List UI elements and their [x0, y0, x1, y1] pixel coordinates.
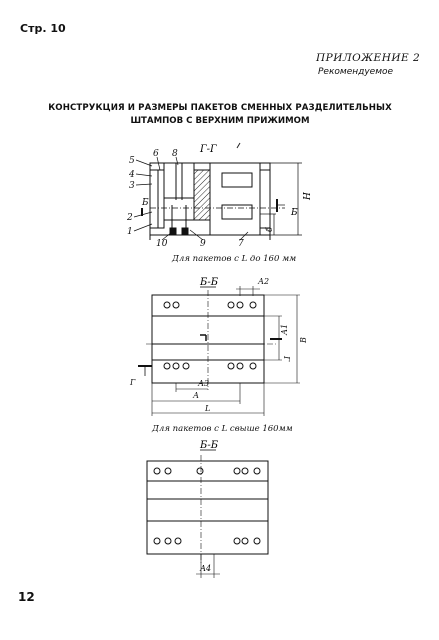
- callout-1: 1: [127, 227, 133, 237]
- appendix-heading: ПРИЛОЖЕНИЕ 2: [316, 52, 421, 64]
- caption-large-packages: Для пакетов с L свыше 160мм: [152, 424, 293, 434]
- callout-3: 3: [129, 181, 135, 191]
- b-mark-right: Б: [290, 208, 298, 218]
- plan1-label: Б-Б: [199, 277, 219, 288]
- document-title-line-2: ШТАМПОВ С ВЕРХНИМ ПРИЖИМОМ: [130, 116, 310, 126]
- g-mark-right: Г: [282, 355, 291, 362]
- plate-left-1: [149, 169, 159, 229]
- right-plate: [259, 169, 271, 229]
- dim-a3: А3: [197, 379, 209, 388]
- cutout-lower: [221, 204, 253, 220]
- plan2-outline: [146, 460, 269, 555]
- page-label: Стр. 10: [20, 22, 66, 35]
- callout-10: 10: [156, 239, 168, 249]
- dim-a2: А2: [257, 277, 269, 286]
- section-label-gg: Г-Г: [199, 144, 217, 155]
- plan-view-1: [138, 286, 300, 416]
- caption-small-packages: Для пакетов с L до 160 мм: [172, 254, 297, 264]
- cutout-upper: [221, 172, 253, 188]
- recommended-note: Рекомендуемое: [318, 67, 394, 77]
- dim-h: Н: [303, 192, 313, 201]
- lower-plate: [163, 197, 195, 221]
- callout-9: 9: [200, 239, 206, 249]
- dim-a4: А4: [199, 564, 211, 573]
- dim-b-small: б: [265, 227, 274, 232]
- dim-a: А: [192, 391, 199, 400]
- callout-2: 2: [126, 213, 133, 223]
- callout-6: 6: [153, 149, 159, 159]
- callout-5: 5: [129, 156, 135, 166]
- dim-b: В: [299, 337, 308, 344]
- plan2-label: Б-Б: [199, 440, 219, 451]
- b-mark-left: Б: [141, 198, 149, 208]
- plate-left-2: [157, 169, 165, 229]
- callouts: 5 4 3 2 1 6 8 10 9 7 Б: [126, 149, 244, 249]
- callout-4: 4: [128, 170, 135, 180]
- upper-plate: [163, 162, 195, 199]
- page-number: 12: [18, 590, 35, 604]
- dim-a1: А1: [280, 324, 289, 336]
- callout-8: 8: [172, 149, 178, 159]
- callout-7: 7: [238, 239, 244, 249]
- section-view-gg: [149, 162, 285, 240]
- hatched-block: [193, 169, 211, 221]
- document-title-line-1: КОНСТРУКЦИЯ И РАЗМЕРЫ ПАКЕТОВ СМЕННЫХ РА…: [48, 103, 392, 113]
- g-mark-left: Г: [129, 378, 136, 387]
- dim-l: L: [204, 404, 210, 413]
- plan-view-2: [146, 455, 269, 578]
